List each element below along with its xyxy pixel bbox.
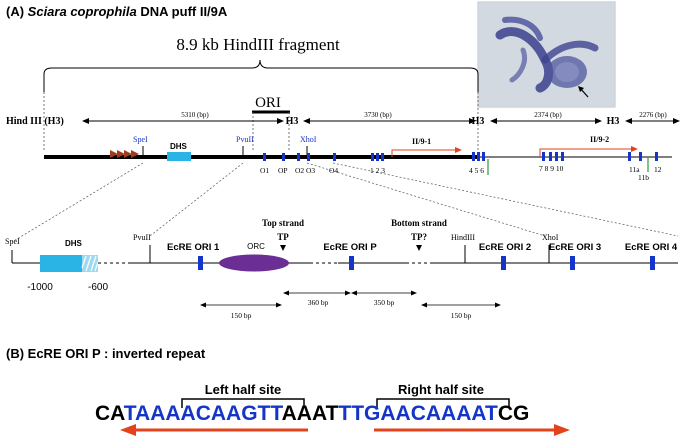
ecre4-label: EcRE ORI 4 (625, 242, 678, 253)
sequence: CATAAAACAAGTTAAATTTGAACAAAATCG (95, 402, 529, 425)
chromosome-micrograph (477, 1, 616, 108)
gene2-label: II/9-2 (590, 135, 609, 144)
bp360-label: 360 bp (308, 298, 329, 307)
ecre1-box (198, 256, 203, 270)
left-half-bracket (181, 398, 305, 408)
bp150b-label: 150 bp (451, 311, 472, 320)
ecre3-box (570, 256, 575, 270)
h3-ori: H3 (286, 116, 299, 127)
m1000-label: -1000 (27, 282, 53, 293)
o-markers (263, 153, 384, 161)
bottom-strand-label: Bottom strand (391, 218, 447, 228)
o2-label: O2 (295, 166, 304, 175)
z-hind-label: HindIII (451, 233, 475, 242)
zoom-guide-xho (306, 162, 546, 237)
n12-label: 12 (654, 165, 662, 174)
ecrep-box (349, 256, 354, 270)
panel-a-title: (A) Sciara coprophila DNA puff II/9A (6, 4, 228, 19)
tp-arrow (280, 245, 286, 251)
z-spe-label: SpeI (5, 237, 20, 246)
tpq-arrow (416, 245, 422, 251)
orc-ellipse (219, 254, 289, 272)
z-pvu-label: PvuII (133, 233, 151, 242)
bp150a-label: 150 bp (231, 311, 252, 320)
n456-label: 4 5 6 (469, 166, 484, 175)
dist-2374: 2374 (bp) (534, 111, 562, 119)
z-dhs-hatched (82, 255, 98, 272)
zoom-distance-arrows (200, 290, 501, 308)
fragment-label: 8.9 kb HindIII fragment (176, 35, 340, 54)
tpq-label: TP? (411, 232, 427, 242)
dist-2276: 2276 (bp) (639, 111, 667, 119)
o1-label: O1 (260, 166, 269, 175)
ecre1-label: EcRE ORI 1 (167, 242, 220, 253)
n11a-label: 11a (629, 165, 640, 174)
n123-label: 1 2 3 (370, 166, 385, 175)
ori-label: ORI (255, 95, 281, 111)
dhs-label: DHS (170, 142, 188, 151)
zoom-guide-left (11, 162, 144, 243)
h3-right: H3 (607, 116, 620, 127)
dist-3730: 3730 (bp) (364, 111, 392, 119)
bp350-label: 350 bp (374, 298, 395, 307)
zoom-guide-pvu (149, 162, 244, 237)
ecre3-label: EcRE ORI 3 (549, 242, 601, 253)
z-xho-label: XhoI (542, 233, 559, 242)
n11b-label: 11b (638, 173, 649, 182)
dhs-box (167, 152, 191, 161)
z-dhs-label: DHS (65, 239, 83, 248)
xho-label: XhoI (300, 135, 317, 144)
fragment-brace (43, 59, 479, 92)
gene1-markers (472, 152, 485, 161)
tp-label: TP (277, 232, 289, 242)
gene1-label: II/9-1 (412, 137, 431, 146)
zoom-guide-right (332, 162, 679, 237)
ecrep-label: EcRE ORI P (323, 242, 377, 253)
gene2-arrow (539, 148, 634, 157)
spe-label: SpeI (133, 135, 148, 144)
op-label: OP (278, 166, 288, 175)
orc-label: ORC (247, 242, 265, 251)
ecre2-label: EcRE ORI 2 (479, 242, 531, 253)
gene1-arrow (391, 149, 458, 157)
h3-mid: H3 (472, 116, 485, 127)
top-strand-label: Top strand (262, 218, 304, 228)
ecre4-box (650, 256, 655, 270)
n78910-label: 7 8 9 10 (539, 164, 564, 173)
o4-label: O4 (329, 166, 338, 175)
repeat-arrows (110, 150, 139, 158)
panel-b-title: (B) EcRE ORI P : inverted repeat (6, 346, 206, 361)
gene2-markers (542, 152, 658, 161)
ecre2-box (501, 256, 506, 270)
right-half-bracket (376, 398, 510, 408)
hind-h3-label: Hind III (H3) (6, 116, 64, 127)
o3-label: O3 (306, 166, 315, 175)
pvu-label: PvuII (236, 135, 254, 144)
z-dhs-box (40, 255, 82, 272)
right-half-label: Right half site (398, 382, 484, 397)
m600-label: -600 (88, 282, 108, 293)
dist-5310: 5310 (bp) (181, 111, 209, 119)
left-half-label: Left half site (205, 382, 282, 397)
